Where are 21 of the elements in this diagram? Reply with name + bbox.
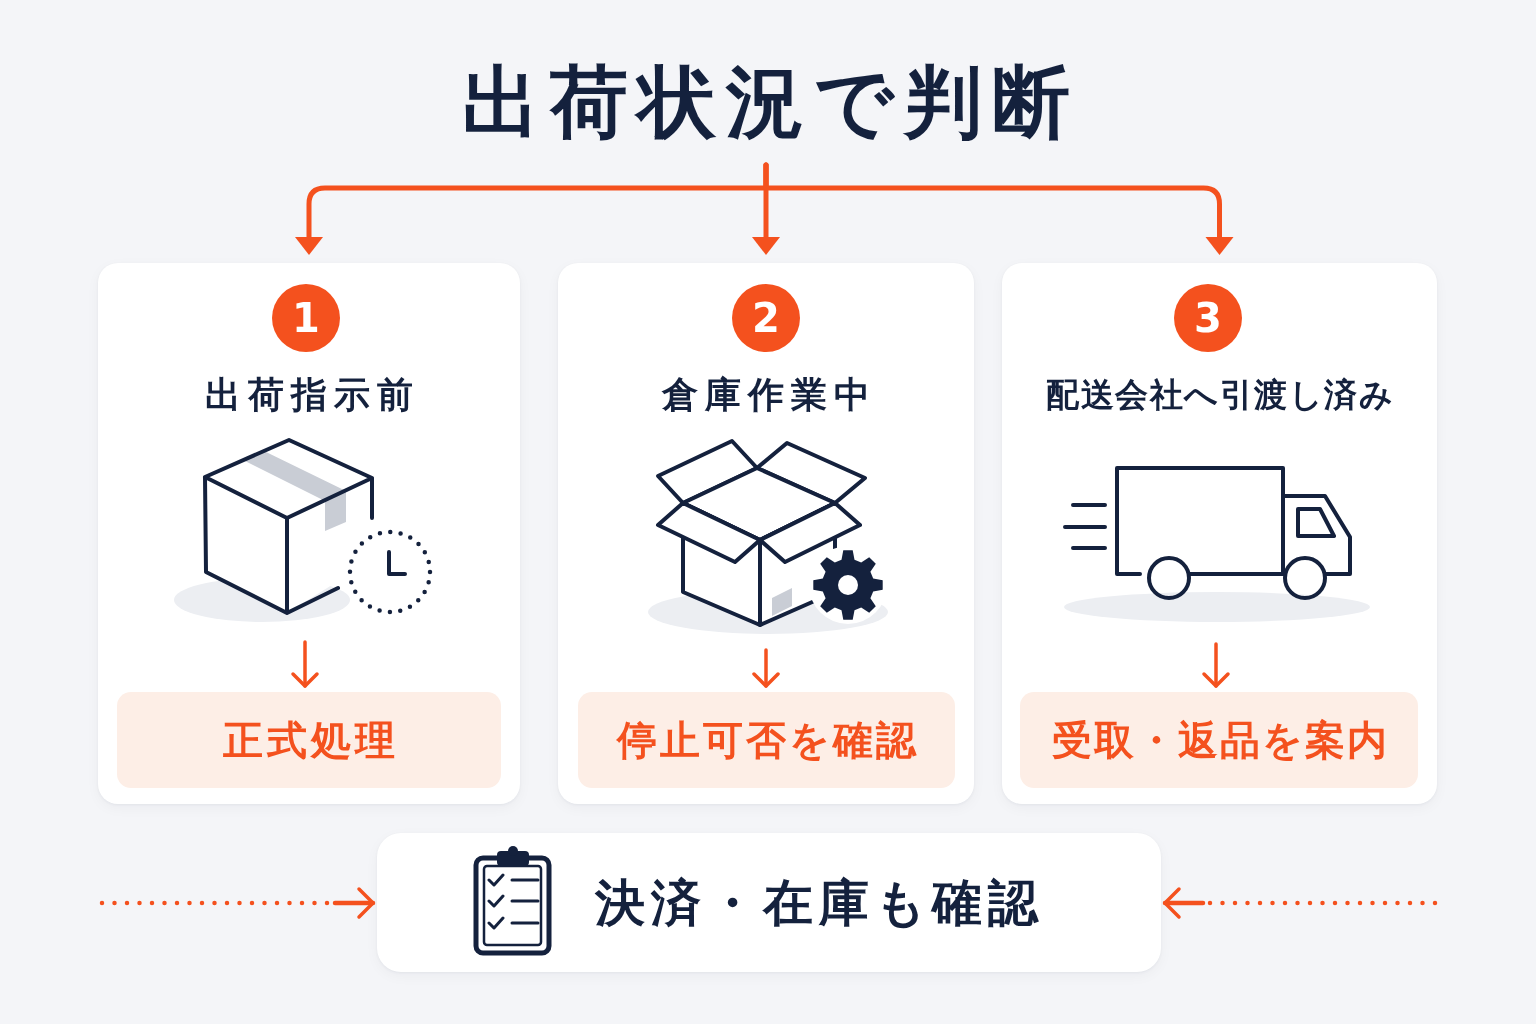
title: 出荷状況で判断 [452,40,1080,165]
number-badge: 1 [272,284,340,352]
step-heading: 倉庫作業中 [660,373,877,417]
step-heading: 出荷指示前 [204,373,420,417]
step-card [558,263,974,804]
dotted-arrow [99,887,376,919]
note-text: 決済・在庫も確認 [595,872,1044,934]
branch-arrow [763,162,1234,255]
number-badge: 2 [732,284,800,352]
note-panel [377,833,1161,972]
step-card [1002,263,1437,804]
step-heading: 配送会社へ引渡し済み [1045,374,1395,416]
arrow [752,648,780,688]
dotted-arrow [1162,887,1438,919]
step-card [98,263,520,804]
arrow [291,640,319,688]
number-badge: 3 [1174,284,1242,352]
result-box: 受取・返品を案内 [1020,692,1418,788]
result-box: 正式処理 [117,692,501,788]
result-box: 停止可否を確認 [578,692,955,788]
arrow [1202,642,1230,688]
